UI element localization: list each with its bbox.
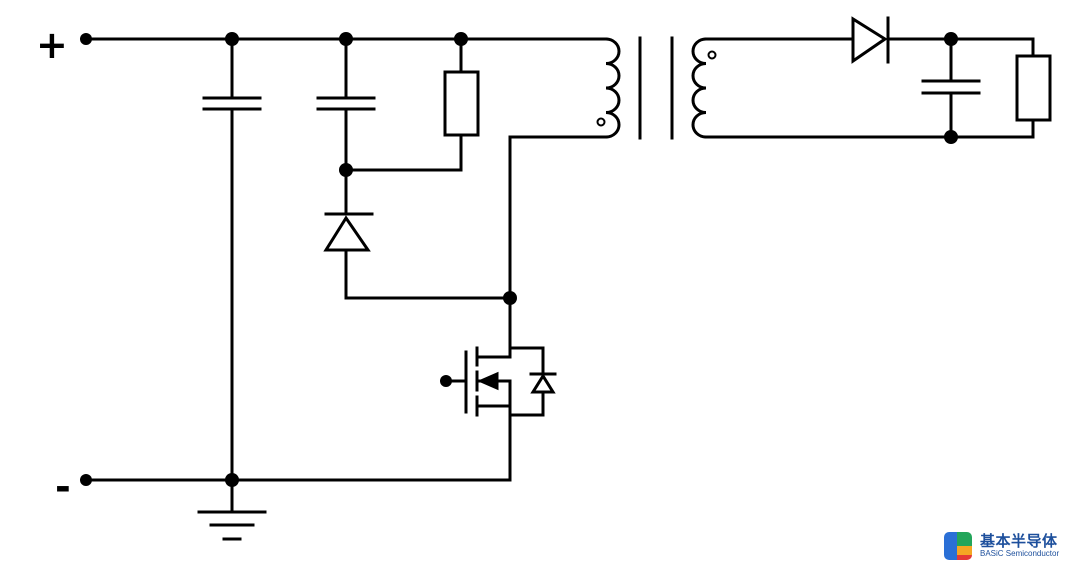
snubber-diode: [323, 212, 512, 300]
company-logo: 基本半导体 BASiC Semiconductor: [944, 530, 1059, 562]
gate-terminal: [440, 375, 452, 387]
primary-polarity-dot: [596, 117, 606, 127]
polarity-dots: [596, 50, 717, 127]
junction-dot: [225, 473, 239, 487]
junction-dot: [944, 32, 958, 46]
transformer-core: [638, 36, 674, 140]
switch-node: [508, 135, 608, 350]
logo-text: 基本半导体 BASiC Semiconductor: [980, 533, 1059, 559]
logo-name-cn: 基本半导体: [980, 532, 1058, 550]
junction-dot: [339, 32, 353, 46]
ground-symbol: [197, 478, 267, 541]
snubber-capacitor: [316, 37, 376, 216]
positive-sign: +: [36, 23, 68, 67]
load-resistor: [949, 37, 1052, 139]
secondary-polarity-dot: [707, 50, 717, 60]
snubber-resistor: [344, 37, 480, 172]
junction-dot: [339, 163, 353, 177]
junction-dot: [454, 32, 468, 46]
transformer-primary-winding: [604, 37, 621, 139]
positive-terminal: [80, 33, 92, 45]
output-capacitor: [921, 37, 981, 139]
junctions: [80, 32, 958, 487]
junction-dot: [225, 32, 239, 46]
output-rectifier-diode: [704, 16, 1035, 64]
junction-dot: [503, 291, 517, 305]
mosfet-switch: [444, 346, 557, 417]
logo-name-en: BASiC Semiconductor: [980, 549, 1060, 558]
negative-rail: [84, 413, 512, 482]
input-bulk-capacitor: [202, 37, 262, 482]
negative-sign: -: [55, 465, 71, 509]
logo-mark-icon: [944, 532, 972, 560]
junction-dot: [944, 130, 958, 144]
negative-terminal: [80, 474, 92, 486]
transformer-secondary-winding: [691, 37, 708, 139]
